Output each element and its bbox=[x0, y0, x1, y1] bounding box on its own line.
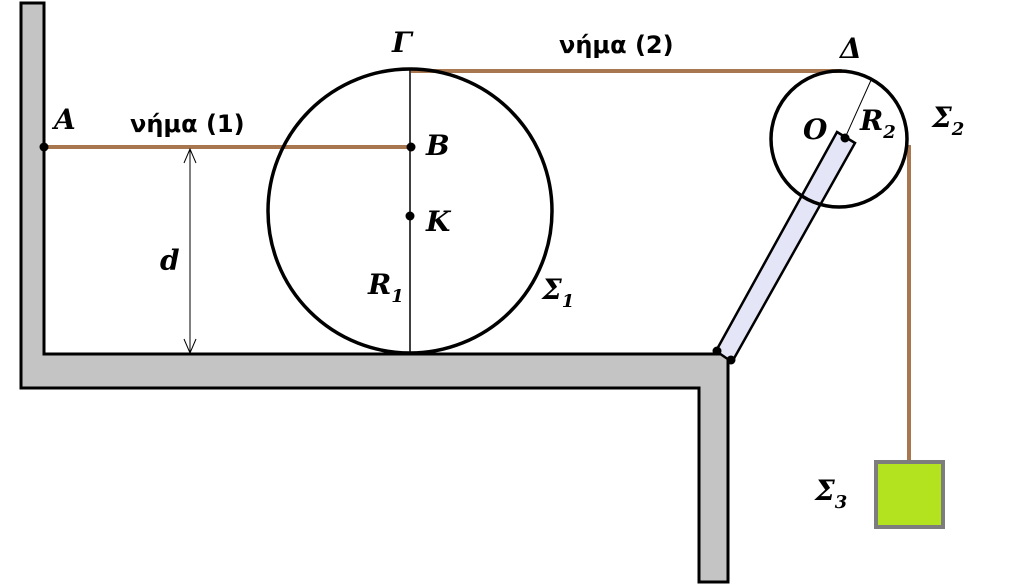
label-Sigma2-main: Σ bbox=[931, 101, 952, 134]
label-Sigma1-main: Σ bbox=[541, 273, 562, 306]
label-Sigma2-sub: 2 bbox=[951, 119, 965, 140]
label-B: B bbox=[425, 129, 450, 162]
label-R2-sub: 2 bbox=[882, 122, 896, 143]
pulley-sigma-2 bbox=[769, 69, 909, 209]
label-Delta: Δ bbox=[838, 32, 862, 65]
label-string-1: νήμα (1) bbox=[130, 110, 245, 138]
pulley-radius-line bbox=[844, 77, 873, 139]
dimension-d-arrow-top bbox=[183, 147, 197, 164]
label-O: O bbox=[803, 113, 828, 146]
label-Sigma3-main: Σ bbox=[814, 474, 835, 507]
label-A: A bbox=[51, 103, 76, 136]
block-sigma-3 bbox=[874, 460, 945, 529]
label-K: K bbox=[425, 205, 452, 238]
label-R2: R2 bbox=[859, 104, 896, 143]
label-R1: R1 bbox=[367, 268, 404, 307]
label-R1-main: R bbox=[367, 268, 391, 301]
label-Sigma2: Σ2 bbox=[931, 101, 964, 140]
label-Sigma1-sub: 1 bbox=[562, 291, 575, 312]
point-O bbox=[840, 133, 850, 143]
label-R2-main: R bbox=[859, 104, 883, 137]
point-A bbox=[39, 142, 49, 152]
rod bbox=[714, 130, 857, 364]
label-Sigma3: Σ3 bbox=[814, 474, 847, 513]
label-string-2: νήμα (2) bbox=[559, 31, 674, 59]
wall-floor-structure bbox=[19, 1, 730, 584]
label-d: d bbox=[160, 244, 180, 277]
label-Sigma1: Σ1 bbox=[541, 273, 574, 312]
label-Sigma3-sub: 3 bbox=[835, 492, 848, 513]
rod-pivot-2 bbox=[726, 355, 736, 365]
point-B bbox=[406, 142, 416, 152]
dimension-d-arrow-bottom bbox=[183, 338, 197, 355]
label-R1-sub: 1 bbox=[391, 286, 404, 307]
point-K bbox=[405, 211, 415, 221]
rod-pivot-1 bbox=[712, 346, 722, 356]
label-Gamma: Γ bbox=[391, 26, 414, 59]
